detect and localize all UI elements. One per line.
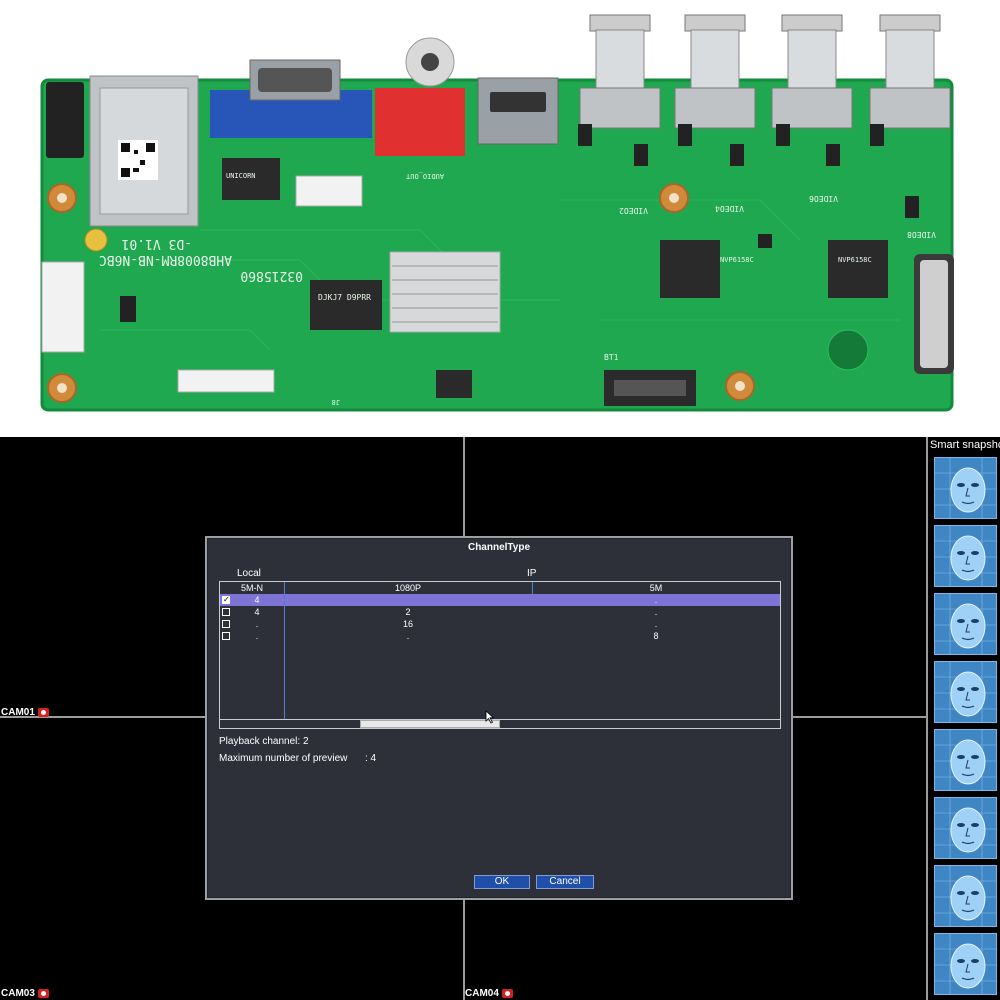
camera-tile-cam01[interactable]: CAM01 bbox=[1, 707, 49, 718]
max-preview-value: : 4 bbox=[365, 753, 377, 764]
svg-text:AUDIO_OUT: AUDIO_OUT bbox=[405, 172, 444, 180]
cell-p1080: . bbox=[406, 631, 410, 641]
group-ip-label: IP bbox=[527, 568, 537, 579]
cell-p1080: 2 bbox=[405, 607, 411, 617]
column-divider bbox=[532, 582, 533, 594]
svg-text:-D3 V1.01: -D3 V1.01 bbox=[122, 236, 192, 251]
svg-text:03215860: 03215860 bbox=[240, 268, 303, 283]
cancel-button[interactable]: Cancel bbox=[536, 875, 594, 889]
row-checkbox[interactable] bbox=[222, 608, 230, 616]
cell-p1080: 16 bbox=[402, 619, 413, 629]
face-icon bbox=[935, 594, 996, 654]
face-icon bbox=[935, 458, 996, 518]
svg-text:NVP6158C: NVP6158C bbox=[720, 256, 754, 264]
power-jack bbox=[46, 82, 84, 158]
camera-label: CAM03 bbox=[1, 988, 35, 999]
dialog-title: ChannelType bbox=[467, 542, 531, 553]
svg-text:DJKJ7 D9PRR: DJKJ7 D9PRR bbox=[318, 293, 371, 302]
column-header-5m-n[interactable]: 5M-N bbox=[241, 583, 263, 593]
svg-text:VIDEO8: VIDEO8 bbox=[907, 230, 936, 239]
face-icon bbox=[935, 662, 996, 722]
svg-text:NVP6158C: NVP6158C bbox=[838, 256, 872, 264]
horizontal-scrollbar[interactable] bbox=[220, 719, 780, 728]
face-icon bbox=[935, 866, 996, 926]
bnc-connectors bbox=[579, 14, 951, 129]
camera-tile-cam04[interactable]: CAM04 bbox=[465, 988, 513, 999]
row-checkbox[interactable]: ✓ bbox=[222, 595, 230, 604]
scrollbar-thumb[interactable] bbox=[360, 720, 500, 728]
snapshot-thumbnail[interactable] bbox=[934, 525, 997, 587]
face-icon bbox=[935, 526, 996, 586]
mouse-cursor-icon bbox=[485, 710, 495, 724]
cell-local: 4 bbox=[254, 607, 260, 617]
svg-text:J8: J8 bbox=[332, 398, 340, 406]
max-preview-label: Maximum number of preview bbox=[219, 753, 348, 764]
face-icon bbox=[935, 934, 996, 994]
face-icon bbox=[935, 730, 996, 790]
camera-tile-cam03[interactable]: CAM03 bbox=[1, 988, 49, 999]
cell-m5: . bbox=[654, 595, 658, 605]
snapshot-thumbnail[interactable] bbox=[934, 933, 997, 995]
svg-text:AHB8008RM-NB-N6BC: AHB8008RM-NB-N6BC bbox=[99, 252, 232, 267]
smart-snapshot-title: Smart snapshc bbox=[930, 439, 1000, 451]
column-header-5m[interactable]: 5M bbox=[649, 583, 663, 593]
smart-snapshot-panel: Smart snapshc bbox=[928, 437, 1000, 1000]
grid-divider-right bbox=[926, 437, 928, 1000]
column-header-1080p[interactable]: 1080P bbox=[394, 583, 422, 593]
cell-m5: . bbox=[654, 607, 658, 617]
heatsink bbox=[389, 251, 501, 333]
record-icon bbox=[37, 989, 49, 998]
cell-local: . bbox=[255, 619, 259, 629]
audio-rca bbox=[375, 88, 465, 156]
channel-type-table: 5M-N 1080P 5M ✓ 4. 4 2.. 16... 8 bbox=[219, 581, 781, 729]
record-icon bbox=[501, 989, 513, 998]
snapshot-thumbnail[interactable] bbox=[934, 865, 997, 927]
cell-local: . bbox=[255, 631, 259, 641]
svg-text:VIDEO6: VIDEO6 bbox=[809, 194, 838, 203]
record-icon bbox=[37, 708, 49, 717]
memory-chip bbox=[310, 280, 382, 330]
group-local-label: Local bbox=[237, 568, 261, 579]
product-photo: 03215860 AHB8008RM-NB-N6BC -D3 V1.01 NVP… bbox=[0, 0, 1000, 437]
snapshot-thumbnail[interactable] bbox=[934, 797, 997, 859]
svg-text:VIDEO4: VIDEO4 bbox=[715, 204, 744, 213]
snapshot-thumbnail[interactable] bbox=[934, 729, 997, 791]
row-checkbox[interactable] bbox=[222, 632, 230, 640]
playback-channel-text: Playback channel: 2 bbox=[219, 736, 309, 747]
row-checkbox[interactable] bbox=[222, 620, 230, 628]
svg-text:VIDEO2: VIDEO2 bbox=[619, 206, 648, 215]
video-chip-a bbox=[660, 240, 720, 298]
svg-text:UNICORN: UNICORN bbox=[226, 172, 256, 180]
table-row[interactable]: .. 8 bbox=[220, 630, 780, 642]
table-row[interactable]: 4 2. bbox=[220, 606, 780, 618]
dvr-board-image: 03215860 AHB8008RM-NB-N6BC -D3 V1.01 NVP… bbox=[40, 14, 954, 412]
snapshot-thumbnail[interactable] bbox=[934, 661, 997, 723]
ok-button[interactable]: OK bbox=[474, 875, 530, 889]
face-icon bbox=[935, 798, 996, 858]
snapshot-thumbnail[interactable] bbox=[934, 593, 997, 655]
svg-text:BT1: BT1 bbox=[604, 353, 619, 362]
table-row[interactable]: . 16. bbox=[220, 618, 780, 630]
camera-label: CAM01 bbox=[1, 707, 35, 718]
camera-label: CAM04 bbox=[465, 988, 499, 999]
video-chip-b bbox=[828, 240, 888, 298]
snapshot-thumbnail[interactable] bbox=[934, 457, 997, 519]
nvr-live-view: CAM01 CAM03 CAM04 Smart snapshc ChannelT… bbox=[0, 437, 1000, 1000]
table-row[interactable]: ✓ 4. bbox=[220, 594, 780, 606]
cell-m5: 8 bbox=[653, 631, 659, 641]
cell-m5: . bbox=[654, 619, 658, 629]
channel-type-dialog: ChannelType Local IP 5M-N 1080P 5M ✓ 4. 4 2… bbox=[205, 536, 793, 900]
cell-local: 4 bbox=[254, 595, 260, 605]
capacitor bbox=[84, 228, 108, 252]
column-divider bbox=[284, 582, 285, 720]
cell-p1080 bbox=[284, 594, 532, 606]
